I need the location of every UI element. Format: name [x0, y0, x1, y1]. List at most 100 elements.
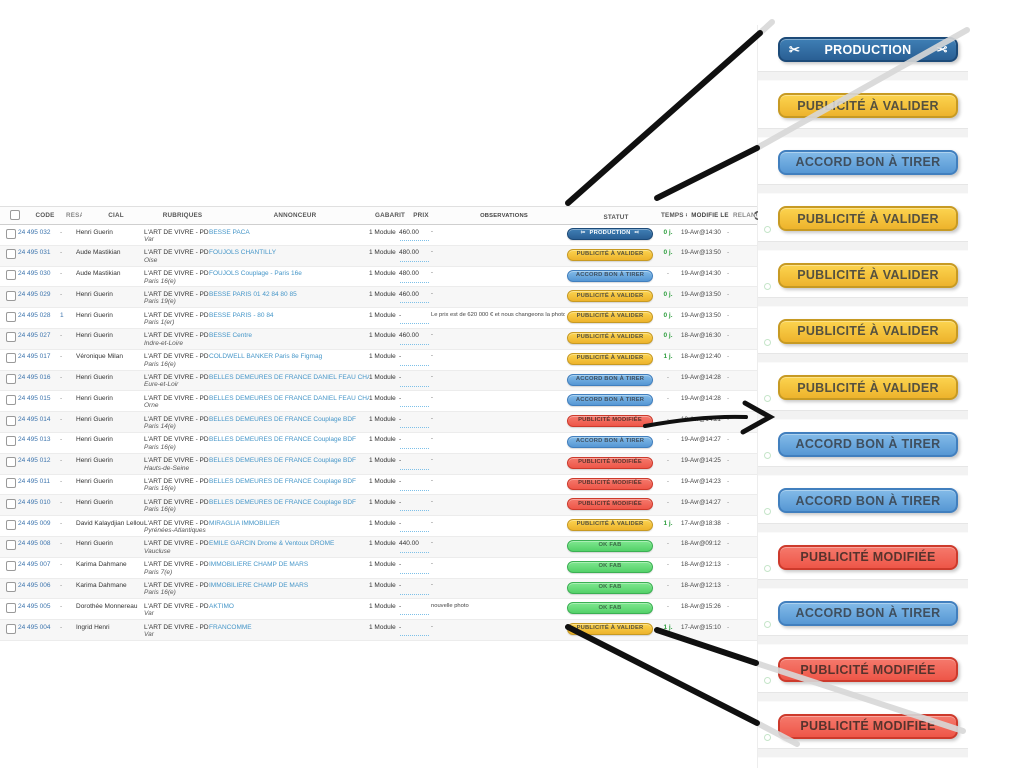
annonceur-link[interactable]: MIRAGLIA IMMOBILIER — [209, 519, 280, 527]
table-row[interactable]: 24 495 014 - Henri Guerin L'ART DE VIVRE… — [0, 412, 790, 433]
annonceur-link[interactable]: BESSE PARIS - 80 84 — [209, 311, 274, 319]
observations-cell[interactable]: - — [431, 374, 433, 381]
code-link[interactable]: 24 495 009 — [18, 519, 51, 527]
code-link[interactable]: 24 495 017 — [18, 353, 51, 361]
prix-cell[interactable]: 460.00 — [399, 225, 431, 245]
table-row[interactable]: 24 495 009 - David Kalaydjian Lellouche … — [0, 516, 790, 537]
zoom-status-button[interactable]: ACCORD BON À TIRER — [778, 488, 958, 514]
row-checkbox[interactable] — [6, 249, 16, 260]
annonceur-link[interactable]: FOUJOLS CHANTILLY — [209, 249, 277, 257]
prix-cell[interactable]: - — [399, 620, 431, 640]
select-all-checkbox[interactable] — [10, 209, 20, 220]
table-row[interactable]: 24 495 030 - Aude Mastikian L'ART DE VIV… — [0, 267, 790, 288]
row-checkbox[interactable] — [6, 498, 16, 509]
status-badge[interactable]: PUBLICITÉ À VALIDER — [567, 519, 653, 532]
observations-cell[interactable]: - — [431, 228, 433, 235]
prix-cell[interactable]: - — [399, 371, 431, 391]
prix-cell[interactable]: - — [399, 308, 431, 328]
table-row[interactable]: 24 495 027 - Henri Guerin L'ART DE VIVRE… — [0, 328, 790, 350]
status-badge[interactable]: PUBLICITÉ À VALIDER — [567, 311, 653, 324]
annonceur-link[interactable]: BESSE Centre — [209, 332, 252, 340]
row-checkbox[interactable] — [6, 374, 16, 385]
annonceur-link[interactable]: BELLES DEMEURES DE FRANCE DANIEL FEAU CH… — [209, 394, 369, 402]
table-row[interactable]: 24 495 004 - Ingrid Henri L'ART DE VIVRE… — [0, 620, 790, 641]
table-row[interactable]: 24 495 031 - Aude Mastikian L'ART DE VIV… — [0, 245, 790, 267]
zoom-status-button[interactable]: PUBLICITÉ À VALIDER — [778, 318, 958, 344]
table-row[interactable]: 24 495 010 - Henri Guerin L'ART DE VIVRE… — [0, 495, 790, 517]
code-link[interactable]: 24 495 029 — [18, 290, 51, 298]
status-badge[interactable]: ACCORD BON À TIRER — [567, 435, 653, 448]
table-row[interactable]: 24 495 029 - Henri Guerin L'ART DE VIVRE… — [0, 287, 790, 309]
table-row[interactable]: 24 495 007 - Karima Dahmane L'ART DE VIV… — [0, 558, 790, 579]
code-link[interactable]: 24 495 028 — [18, 311, 51, 319]
header-resa[interactable]: RÉSA — [66, 212, 82, 219]
code-link[interactable]: 24 495 010 — [18, 498, 51, 506]
prix-cell[interactable]: - — [399, 350, 431, 370]
table-row[interactable]: 24 495 008 - Henri Guerin L'ART DE VIVRE… — [0, 536, 790, 558]
prix-cell[interactable]: 460.00 — [399, 287, 431, 307]
status-badge[interactable]: ACCORD BON À TIRER — [567, 394, 653, 407]
row-checkbox[interactable] — [6, 457, 16, 468]
status-badge[interactable]: PUBLICITÉ MODIFIÉE — [567, 477, 653, 490]
observations-cell[interactable]: - — [431, 623, 433, 630]
code-link[interactable]: 24 495 016 — [18, 374, 51, 382]
table-row[interactable]: 24 495 015 - Henri Guerin L'ART DE VIVRE… — [0, 391, 790, 413]
header-relance-le[interactable]: RELANCÉ LE — [733, 212, 776, 219]
observations-cell[interactable]: - — [431, 353, 433, 360]
status-badge[interactable]: ✂PRODUCTION✂ — [567, 228, 653, 240]
zoom-status-button[interactable]: ACCORD BON À TIRER — [778, 149, 958, 175]
annonceur-link[interactable]: FOUJOLS Couplage - Paris 16e — [209, 270, 302, 278]
row-checkbox[interactable] — [6, 519, 16, 530]
row-checkbox[interactable] — [6, 332, 16, 343]
status-badge[interactable]: OK FAB — [567, 539, 653, 552]
prix-cell[interactable]: - — [399, 599, 431, 619]
prix-cell[interactable]: 460.00 — [399, 329, 431, 349]
row-checkbox[interactable] — [6, 415, 16, 426]
status-badge[interactable]: PUBLICITÉ À VALIDER — [567, 352, 653, 365]
prix-cell[interactable]: - — [399, 558, 431, 578]
status-badge[interactable]: PUBLICITÉ MODIFIÉE — [567, 498, 653, 511]
observations-cell[interactable]: - — [431, 457, 433, 464]
table-row[interactable]: 24 495 028 1 Henri Guerin L'ART DE VIVRE… — [0, 308, 790, 329]
status-badge[interactable]: OK FAB — [567, 560, 653, 573]
table-row[interactable]: 24 495 005 - Dorothée Monnereau L'ART DE… — [0, 599, 790, 621]
table-row[interactable]: 24 495 032 - Henri Guerin L'ART DE VIVRE… — [0, 225, 790, 246]
annonceur-link[interactable]: BELLES DEMEURES DE FRANCE Couplage BDF — [209, 457, 357, 465]
prix-cell[interactable]: - — [399, 454, 431, 474]
observations-cell[interactable]: - — [431, 249, 433, 256]
zoom-status-button[interactable]: PUBLICITÉ MODIFIÉE — [778, 713, 958, 739]
status-badge[interactable]: ACCORD BON À TIRER — [567, 373, 653, 386]
status-badge[interactable]: OK FAB — [567, 602, 653, 615]
observations-cell[interactable]: - — [431, 332, 433, 339]
row-checkbox[interactable] — [6, 436, 16, 447]
row-checkbox[interactable] — [6, 602, 16, 613]
annonceur-link[interactable]: EMILE GARCIN Drome & Ventoux DROME — [209, 540, 335, 548]
status-badge[interactable]: PUBLICITÉ À VALIDER — [567, 290, 653, 303]
code-link[interactable]: 24 495 015 — [18, 394, 51, 402]
header-code[interactable]: CODE — [35, 212, 55, 219]
code-link[interactable]: 24 495 027 — [18, 332, 51, 340]
code-link[interactable]: 24 495 011 — [18, 478, 51, 486]
zoom-status-button[interactable]: PUBLICITÉ À VALIDER — [778, 262, 958, 288]
annonceur-link[interactable]: BELLES DEMEURES DE FRANCE Couplage BDF — [209, 478, 357, 486]
observations-cell[interactable]: - — [431, 478, 433, 485]
code-link[interactable]: 24 495 031 — [18, 249, 51, 257]
code-link[interactable]: 24 495 030 — [18, 270, 51, 278]
code-link[interactable]: 24 495 005 — [18, 602, 51, 610]
observations-cell[interactable]: - — [431, 290, 433, 297]
header-modifie-le[interactable]: MODIFIÉ LE — [691, 212, 729, 219]
zoom-status-button[interactable]: PUBLICITÉ À VALIDER — [778, 93, 958, 119]
zoom-status-button[interactable]: PUBLICITÉ À VALIDER — [778, 375, 958, 401]
status-badge[interactable]: PUBLICITÉ MODIFIÉE — [567, 456, 653, 469]
annonceur-link[interactable]: IMMOBILIERE CHAMP DE MARS — [209, 561, 309, 569]
observations-cell[interactable]: - — [431, 394, 433, 401]
observations-cell[interactable]: Le prix est de 620 000 € et nous changeo… — [431, 311, 565, 318]
code-link[interactable]: 24 495 014 — [18, 415, 51, 423]
prix-cell[interactable]: - — [399, 391, 431, 411]
table-row[interactable]: 24 495 013 - Henri Guerin L'ART DE VIVRE… — [0, 433, 790, 454]
status-badge[interactable]: PUBLICITÉ À VALIDER — [567, 248, 653, 261]
prix-cell[interactable]: - — [399, 495, 431, 515]
status-badge[interactable]: OK FAB — [567, 581, 653, 594]
row-checkbox[interactable] — [6, 228, 16, 239]
annonceur-link[interactable]: BESSE PARIS 01 42 84 80 85 — [209, 290, 297, 298]
